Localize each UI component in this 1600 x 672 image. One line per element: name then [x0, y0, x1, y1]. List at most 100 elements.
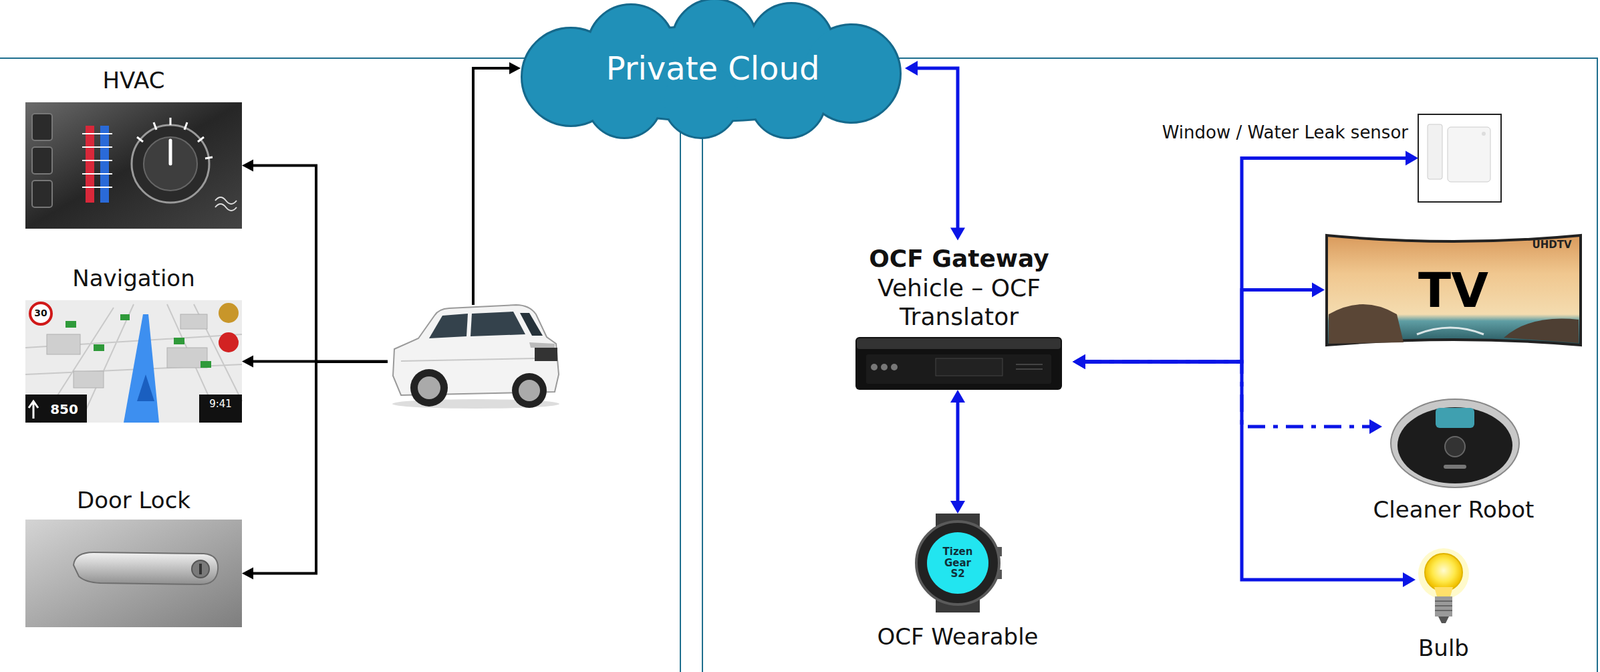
- arrow-head: [1369, 419, 1383, 434]
- connector-line: [251, 361, 388, 574]
- door-lock-illustration: [25, 519, 242, 627]
- arrow-head: [241, 159, 254, 172]
- arrow-head: [241, 355, 254, 368]
- sensor-illustration: [1418, 114, 1502, 202]
- connector-arrow: [1072, 354, 1416, 587]
- vehicle-illustration: [470, 311, 526, 337]
- navigation-illustration: [25, 304, 242, 423]
- connector-line: [1084, 158, 1407, 363]
- tv-illustration: [1328, 304, 1404, 344]
- wearable-box: Tizen Gear S2OCF Wearable: [915, 513, 1000, 613]
- navigation-illustration: [65, 314, 212, 368]
- robot-illustration: [1397, 407, 1513, 484]
- navigation-illustration: [25, 300, 242, 423]
- gateway-device-illustration: [855, 336, 1062, 390]
- navigation-illustration: [25, 394, 87, 423]
- vehicle-illustration: [417, 376, 441, 399]
- robot-illustration: [1443, 464, 1467, 469]
- vehicle-illustration: [534, 347, 558, 361]
- device-label: Navigation: [72, 264, 195, 293]
- navigation-illustration: [137, 374, 155, 402]
- hvac-illustration: [82, 133, 113, 188]
- hvac-illustration: [32, 180, 53, 208]
- sensor-illustration: [1427, 124, 1443, 180]
- connector-line: [956, 401, 960, 502]
- arrow-head: [1072, 354, 1086, 369]
- connector-arrow: [1072, 151, 1419, 370]
- sensor-illustration: [1447, 126, 1491, 182]
- watch-illustration: [916, 521, 1000, 605]
- hvac-illustration: [82, 133, 113, 188]
- navigation-illustration: [46, 334, 81, 355]
- robot-illustration: [1435, 407, 1475, 428]
- arrow-head: [1402, 572, 1416, 587]
- hvac-illustration: [169, 140, 173, 164]
- device-label: Door Lock: [76, 486, 191, 514]
- connector-line: [473, 68, 511, 305]
- arrow-head: [950, 389, 966, 403]
- tv-illustration: [1416, 327, 1484, 335]
- hvac-illustration: [32, 113, 53, 141]
- hvac-illustration: [215, 197, 237, 204]
- cloud-node: Private Cloud: [520, 0, 905, 138]
- hvac-illustration: [32, 147, 53, 174]
- vehicle-illustration: [429, 313, 468, 339]
- navigation-illustration: [199, 394, 242, 423]
- arrow-head: [904, 60, 918, 76]
- gateway-subtitle: Vehicle – OCF Translator: [845, 273, 1073, 331]
- robot-illustration: [1444, 436, 1465, 457]
- device-label: HVAC: [102, 66, 165, 95]
- robot-illustration: [1390, 398, 1520, 488]
- navigation-illustration: [73, 370, 104, 388]
- sensor-illustration: [1418, 114, 1502, 202]
- device-label: OCF Wearable: [876, 622, 1038, 651]
- gateway-device-illustration: [1015, 364, 1043, 369]
- gateway-device-illustration: [890, 363, 898, 371]
- door-lock-illustration: [73, 552, 218, 585]
- navigation-illustration: [93, 344, 105, 351]
- navigation-illustration: [120, 314, 130, 321]
- robot-illustration: [1390, 398, 1520, 488]
- navigation-illustration: [46, 314, 208, 388]
- device-label: Bulb: [1418, 634, 1470, 662]
- connector-line: [251, 165, 388, 363]
- gateway-title: OCF Gateway: [845, 243, 1073, 273]
- bulb-illustration: [1434, 600, 1453, 611]
- watch-illustration: [926, 531, 989, 594]
- bulb-box: Bulb: [1415, 550, 1472, 625]
- navigation-illustration: [218, 302, 239, 323]
- hvac-illustration: [85, 125, 95, 203]
- bulb-illustration: [1418, 548, 1470, 623]
- speed-sign-number: 30: [34, 308, 47, 319]
- navigation-illustration: [65, 320, 77, 328]
- gateway-box: OCF GatewayVehicle – OCF Translator: [845, 239, 1073, 390]
- vehicle-illustration: [529, 342, 555, 348]
- hvac-illustration: [25, 102, 242, 229]
- panel-border: [0, 57, 532, 59]
- tv-text: TV: [1324, 265, 1582, 315]
- navigation-illustration: [25, 300, 242, 423]
- connector-arrow: [950, 389, 966, 514]
- connector-line: [1084, 361, 1405, 580]
- arrow-head: [241, 567, 254, 580]
- hvac-illustration: [215, 203, 237, 211]
- hvac-illustration: [131, 124, 210, 203]
- connector-arrow: [1072, 282, 1325, 370]
- bulb-illustration: [1434, 586, 1453, 597]
- panel-border: [0, 58, 1598, 672]
- vehicle-illustration: [511, 372, 547, 408]
- bulb-illustration: [1434, 596, 1453, 617]
- door-lock-illustration: [191, 560, 210, 578]
- device-label: Window / Water Leak sensor: [1162, 122, 1409, 144]
- navigation-illustration: [218, 332, 239, 353]
- tv-brand-text: UHDTV: [1531, 239, 1572, 251]
- gateway-device-illustration: [880, 363, 888, 371]
- arrow-head: [509, 62, 521, 75]
- arrow-head: [1405, 151, 1419, 166]
- connector-arrow: [473, 62, 521, 305]
- panel-border: [701, 123, 704, 672]
- arrow-head: [1072, 354, 1086, 369]
- navigation-illustration: [28, 401, 39, 419]
- bulb-illustration: [1438, 616, 1449, 623]
- connector-arrow: [241, 159, 388, 363]
